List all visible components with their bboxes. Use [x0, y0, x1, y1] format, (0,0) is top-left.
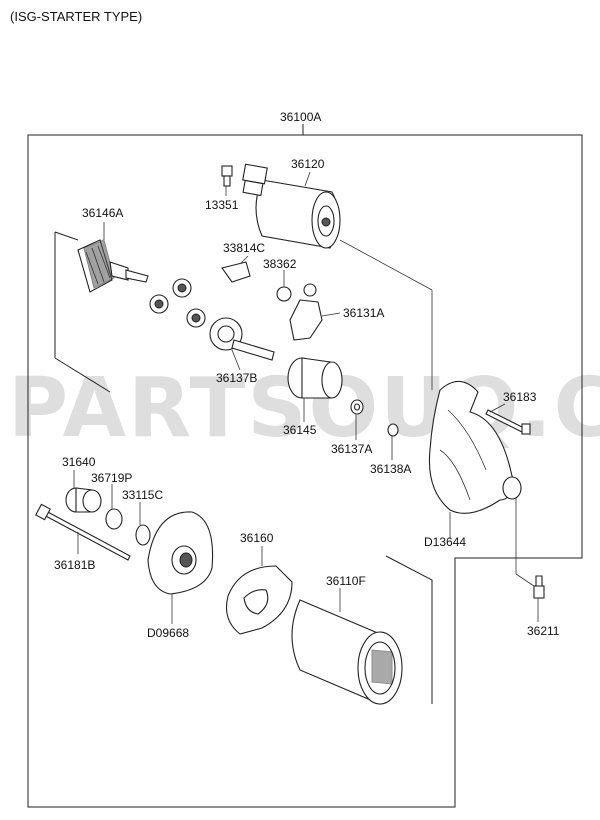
label-36183[interactable]: 36183: [503, 390, 537, 404]
label-D09668[interactable]: D09668: [147, 626, 189, 640]
label-36160[interactable]: 36160: [240, 531, 274, 545]
planetary-gear-2[interactable]: [149, 294, 169, 314]
label-36145[interactable]: 36145: [283, 423, 317, 437]
label-36100A: 36100A: [280, 110, 321, 124]
bracket-armature-2: [54, 357, 111, 393]
label-36138A[interactable]: 36138A: [370, 462, 411, 476]
armature[interactable]: [77, 239, 149, 293]
assembly-frame: [27, 134, 583, 808]
washer-36137A[interactable]: [350, 399, 364, 415]
label-38362[interactable]: 38362: [263, 257, 297, 271]
label-36131A[interactable]: 36131A: [343, 306, 384, 320]
label-33814C[interactable]: 33814C: [223, 241, 265, 255]
ring-36719P[interactable]: [105, 508, 123, 530]
ring-33115C[interactable]: [135, 524, 151, 546]
label-D13644[interactable]: D13644: [424, 535, 466, 549]
label-36146A[interactable]: 36146A: [82, 206, 123, 220]
brush-holder[interactable]: [225, 565, 293, 635]
label-13351[interactable]: 13351: [205, 198, 239, 212]
through-bolt-36181B[interactable]: [35, 503, 131, 561]
label-36110F[interactable]: 36110F: [326, 574, 366, 588]
lever-part-33814C[interactable]: [221, 261, 251, 283]
label-31640[interactable]: 31640: [62, 455, 96, 469]
label-33115C[interactable]: 33115C: [122, 488, 163, 502]
bushing-31640[interactable]: [65, 487, 102, 513]
bolt-36183[interactable]: [485, 409, 531, 435]
label-36137B[interactable]: 36137B: [216, 371, 257, 385]
label-36719P[interactable]: 36719P: [91, 471, 132, 485]
rear-bracket-D09668[interactable]: [147, 511, 214, 595]
label-36211[interactable]: 36211: [527, 624, 560, 638]
pinion-shaft[interactable]: [209, 317, 275, 361]
bracket-armature-3: [54, 231, 79, 241]
planetary-gear-3[interactable]: [186, 308, 206, 328]
shift-lever[interactable]: [289, 283, 323, 341]
label-36137A[interactable]: 36137A: [331, 442, 372, 456]
ring-36138A[interactable]: [387, 423, 399, 437]
bolt-36211[interactable]: [533, 575, 545, 599]
label-36120[interactable]: 36120: [291, 157, 325, 171]
planetary-gear-1[interactable]: [172, 278, 192, 298]
overrunning-clutch[interactable]: [287, 357, 343, 399]
front-housing[interactable]: [428, 380, 522, 514]
leader-lines: [73, 171, 539, 624]
label-36181B[interactable]: 36181B: [54, 558, 95, 572]
solenoid-switch[interactable]: [242, 163, 341, 249]
bolt-13351[interactable]: [221, 165, 233, 187]
diagram-title: (ISG-STARTER TYPE): [10, 9, 142, 24]
ring-38362[interactable]: [276, 286, 292, 302]
yoke-assembly[interactable]: [291, 599, 403, 705]
bracket-yoke: [385, 555, 433, 704]
